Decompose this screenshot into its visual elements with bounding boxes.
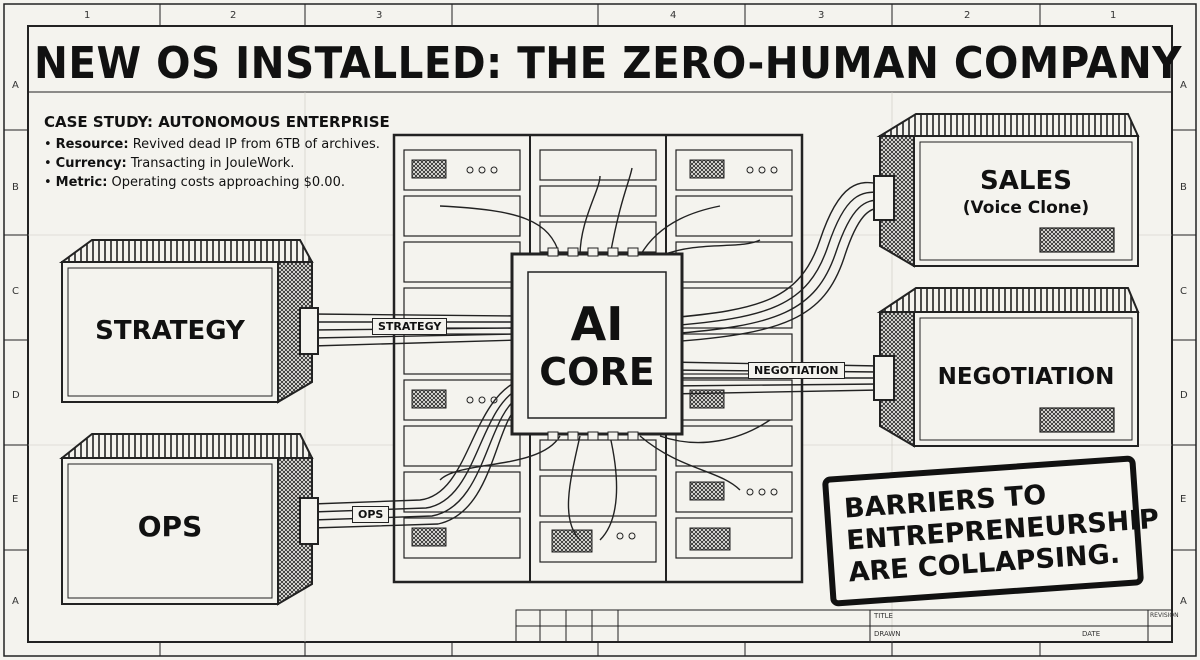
ai-core-box: [510, 247, 684, 441]
grid-row-label: A: [1180, 596, 1187, 607]
list-item: •Resource: Revived dead IP from 6TB of a…: [44, 135, 380, 154]
grid-col-label: 2: [964, 10, 971, 21]
item-text: Operating costs approaching $0.00.: [107, 175, 345, 190]
title-block-date-label: DATE: [1082, 630, 1101, 638]
title-block-frame: [515, 609, 1173, 643]
item-label: Currency:: [55, 156, 127, 171]
ai-core-subtitle: CORE: [539, 350, 655, 394]
grid-col-label: 3: [376, 10, 383, 21]
title-block-revision-label: REVISION: [1150, 612, 1179, 619]
module-negotiation-housing: [873, 287, 1140, 448]
cable-tag-strategy: STRATEGY: [372, 318, 448, 335]
grid-row-label: E: [12, 494, 19, 505]
grid-row-label: C: [1180, 286, 1187, 297]
grid-col-label: 3: [818, 10, 825, 21]
grid-row-label: A: [12, 596, 19, 607]
grid-row-label: D: [1180, 390, 1188, 401]
title-block-title-label: TITLE: [874, 612, 893, 620]
grid-row-label: C: [12, 286, 19, 297]
grid-row-label: A: [1180, 80, 1187, 91]
item-label: Metric:: [55, 175, 108, 190]
grid-row-label: B: [1180, 182, 1187, 193]
module-sales-housing: [873, 113, 1140, 268]
bullet-icon: •: [44, 156, 52, 171]
list-item: •Metric: Operating costs approaching $0.…: [44, 173, 380, 192]
page-title: NEW OS INSTALLED: THE ZERO-HUMAN COMPANY: [34, 38, 1182, 89]
module-negotiation-label: NEGOTIATION: [937, 364, 1115, 390]
bullet-icon: •: [44, 175, 52, 190]
list-item: •Currency: Transacting in JouleWork.: [44, 154, 380, 173]
grid-row-label: A: [12, 80, 19, 91]
bullet-icon: •: [44, 137, 52, 152]
item-text: Transacting in JouleWork.: [126, 156, 295, 171]
module-ops-label: OPS: [137, 510, 203, 543]
case-study-list: •Resource: Revived dead IP from 6TB of a…: [44, 135, 380, 192]
case-study-heading: CASE STUDY: AUTONOMOUS ENTERPRISE: [44, 113, 390, 131]
module-strategy-housing: [58, 239, 319, 404]
grid-col-label: 2: [230, 10, 237, 21]
item-text: Revived dead IP from 6TB of archives.: [128, 137, 380, 152]
barriers-callout: BARRIERS TO ENTREPRENEURSHIP ARE COLLAPS…: [821, 455, 1160, 607]
grid-col-label: 1: [84, 10, 91, 21]
module-sales-sublabel: (Voice Clone): [962, 198, 1090, 218]
grid-row-label: B: [12, 182, 19, 193]
cable-tag-negotiation: NEGOTIATION: [748, 362, 845, 379]
grid-row-label: E: [1180, 494, 1187, 505]
cable-tag-ops: OPS: [352, 506, 390, 523]
grid-col-label: 1: [1110, 10, 1117, 21]
grid-col-label: 4: [670, 10, 677, 21]
grid-row-label: D: [12, 390, 20, 401]
item-label: Resource:: [55, 137, 129, 152]
ai-core-title: AI: [570, 297, 624, 351]
title-block-drawn-label: DRAWN: [874, 630, 901, 638]
module-sales-label: SALES: [980, 166, 1072, 196]
module-strategy-label: STRATEGY: [95, 316, 245, 346]
module-ops-housing: [59, 433, 319, 606]
